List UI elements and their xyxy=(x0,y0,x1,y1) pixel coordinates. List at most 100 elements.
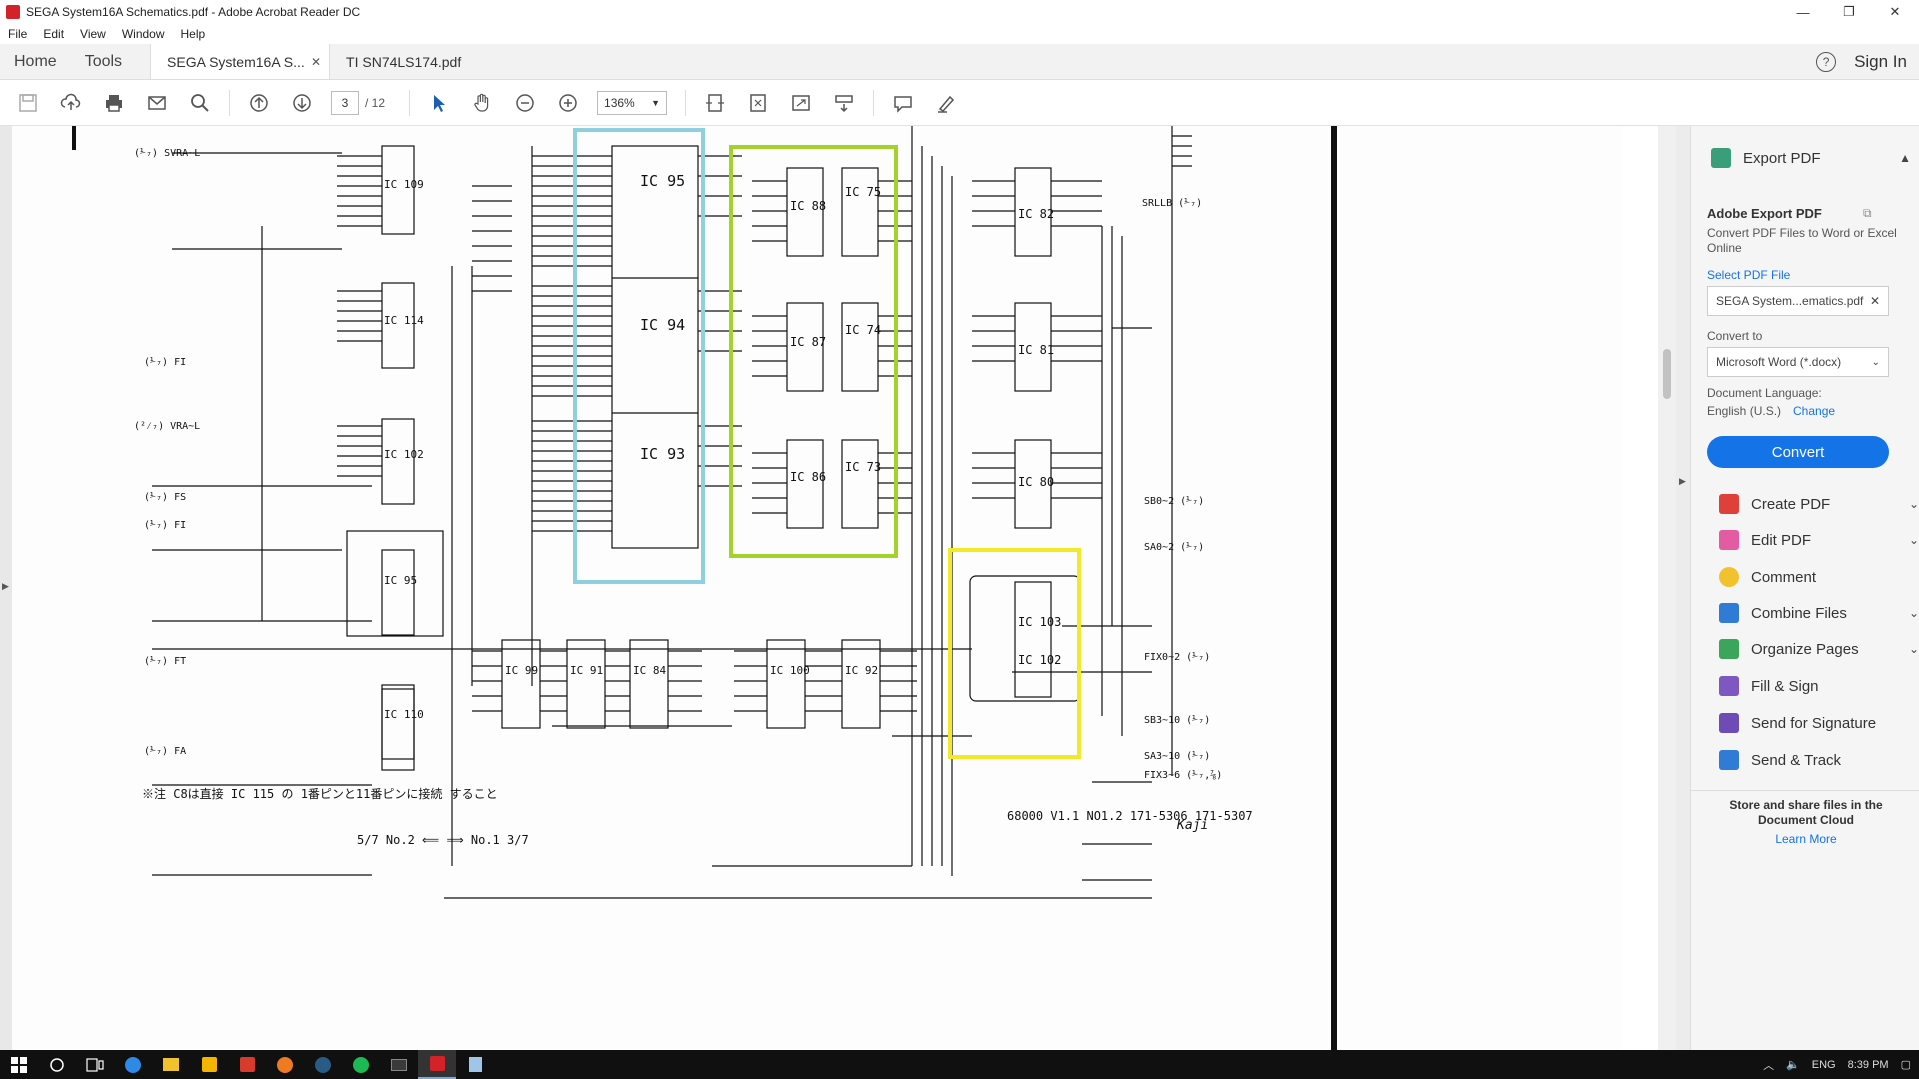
zoom-out-icon[interactable] xyxy=(511,89,539,117)
zoom-in-icon[interactable] xyxy=(554,89,582,117)
toolbar-divider xyxy=(685,89,687,116)
next-page-icon[interactable] xyxy=(288,89,316,117)
scrollbar-thumb[interactable] xyxy=(1663,349,1671,399)
tool-fill-sign[interactable]: Fill & Sign xyxy=(1719,676,1919,696)
fill-sign-icon xyxy=(1719,676,1739,696)
export-pdf-section: Adobe Export PDF ⧉ Convert PDF Files to … xyxy=(1691,206,1919,596)
menu-file[interactable]: File xyxy=(8,27,28,41)
edge-browser-icon[interactable] xyxy=(114,1050,152,1079)
tool-edit-pdf[interactable]: Edit PDF ⌄ xyxy=(1719,530,1919,550)
full-screen-icon[interactable] xyxy=(787,89,815,117)
tab-document-sega[interactable]: SEGA System16A S... ✕ xyxy=(150,44,331,79)
expand-left-panel-icon[interactable]: ▶ xyxy=(2,581,9,591)
highlight-pen-icon[interactable] xyxy=(932,89,960,117)
tool-label: Send & Track xyxy=(1751,751,1842,769)
ic-label: IC 82 xyxy=(1018,207,1054,221)
search-circle-icon[interactable] xyxy=(38,1050,76,1079)
tab-home[interactable]: Home xyxy=(14,52,57,70)
left-panel-collapsed[interactable]: ▶ xyxy=(0,126,12,1050)
selected-file-field[interactable]: SEGA System...ematics.pdf ✕ xyxy=(1707,286,1889,316)
export-settings-icon[interactable]: ⧉ xyxy=(1863,206,1872,220)
ic-label: IC 91 xyxy=(570,664,603,677)
chevron-down-icon[interactable]: ⌄ xyxy=(1908,533,1919,547)
send-for-signature-icon xyxy=(1719,713,1739,733)
tool-label: Edit PDF xyxy=(1751,531,1812,549)
save-icon[interactable] xyxy=(14,89,42,117)
select-cursor-icon[interactable] xyxy=(425,89,453,117)
fit-width-icon[interactable] xyxy=(701,89,729,117)
spotify-icon[interactable] xyxy=(342,1050,380,1079)
change-language-link[interactable]: Change xyxy=(1793,404,1836,418)
keyboard-language[interactable]: ENG xyxy=(1811,1058,1836,1071)
volume-icon[interactable]: 🔈 xyxy=(1786,1059,1800,1071)
fit-page-icon[interactable] xyxy=(744,89,772,117)
convert-format-select[interactable]: Microsoft Word (*.docx) ⌄ xyxy=(1707,347,1889,377)
scroll-mode-icon[interactable] xyxy=(830,89,858,117)
chevron-down-icon[interactable]: ⌄ xyxy=(1908,642,1919,656)
close-window-button[interactable]: ✕ xyxy=(1889,4,1901,19)
acrobat-taskbar-icon[interactable] xyxy=(418,1050,456,1079)
drawing-reference: 68000 V1.1 NO1.2 171-5306 171-5307 xyxy=(1007,809,1253,823)
schematic-drawing: IC 95 IC 94 IC 93 IC 88 IC 75 IC 87 IC 7… xyxy=(72,126,1337,1050)
zoom-level-select[interactable]: 136%▼ xyxy=(597,90,668,115)
tool-label: Create PDF xyxy=(1751,495,1831,513)
tab-document-ti[interactable]: TI SN74LS174.pdf xyxy=(330,44,510,79)
tool-organize-pages[interactable]: Organize Pages ⌄ xyxy=(1719,639,1919,659)
learn-more-link[interactable]: Learn More xyxy=(1775,832,1837,846)
clear-file-icon[interactable]: ✕ xyxy=(1869,294,1880,308)
minimize-button[interactable]: — xyxy=(1796,4,1810,20)
task-view-icon[interactable] xyxy=(76,1050,114,1079)
tray-chevron-icon[interactable]: ︿ xyxy=(1763,1059,1775,1072)
ic-label: IC 88 xyxy=(790,199,826,213)
print-icon[interactable] xyxy=(100,89,128,117)
convert-to-label: Convert to xyxy=(1707,329,1763,343)
previous-page-icon[interactable] xyxy=(245,89,273,117)
search-icon[interactable] xyxy=(186,89,214,117)
maximize-button[interactable]: ❐ xyxy=(1843,4,1855,19)
tool-combine-files[interactable]: Combine Files ⌄ xyxy=(1719,603,1919,623)
menu-window[interactable]: Window xyxy=(121,27,165,41)
ic-label: IC 110 xyxy=(384,708,424,721)
firefox-icon[interactable] xyxy=(266,1050,304,1079)
ic-label: IC 75 xyxy=(845,185,881,199)
notepad-icon[interactable] xyxy=(456,1050,494,1079)
steam-icon[interactable] xyxy=(304,1050,342,1079)
tool-create-pdf[interactable]: Create PDF ⌄ xyxy=(1719,494,1919,514)
menu-view[interactable]: View xyxy=(80,27,106,41)
tab-document-ti-label: TI SN74LS174.pdf xyxy=(346,53,462,70)
tool-send-for-signature[interactable]: Send for Signature xyxy=(1719,713,1919,733)
comment-icon[interactable] xyxy=(889,89,917,117)
tool-label: Send for Signature xyxy=(1751,714,1877,732)
terminal-icon[interactable] xyxy=(380,1050,418,1079)
menu-edit[interactable]: Edit xyxy=(43,27,65,41)
vertical-scrollbar[interactable] xyxy=(1658,126,1676,1050)
right-panel-toggle[interactable]: ▶ xyxy=(1676,126,1690,1050)
convert-button[interactable]: Convert xyxy=(1707,436,1889,468)
chevron-down-icon[interactable]: ⌄ xyxy=(1908,497,1919,511)
tool-comment[interactable]: Comment xyxy=(1719,567,1919,587)
hand-tool-icon[interactable] xyxy=(468,89,496,117)
sign-in-link[interactable]: Sign In xyxy=(1854,52,1907,71)
tab-tools[interactable]: Tools xyxy=(84,52,123,70)
tool-send-track[interactable]: Send & Track xyxy=(1719,750,1919,770)
windows-start-icon[interactable] xyxy=(0,1050,38,1079)
notifications-icon[interactable]: ▢ xyxy=(1900,1059,1911,1071)
signal-label: (⅟₇) FA xyxy=(144,745,186,757)
collapse-panel-icon[interactable]: ▶ xyxy=(1679,476,1686,486)
sticky-app-icon[interactable] xyxy=(190,1050,228,1079)
clock-time[interactable]: 8:39 PM xyxy=(1847,1058,1889,1071)
help-icon[interactable]: ? xyxy=(1816,52,1837,72)
export-pdf-header[interactable]: Export PDF ▲ xyxy=(1711,148,1911,168)
document-language-value: English (U.S.) xyxy=(1707,404,1782,418)
email-icon[interactable] xyxy=(143,89,171,117)
close-tab-icon[interactable]: ✕ xyxy=(310,54,322,69)
menu-help[interactable]: Help xyxy=(180,27,206,41)
chevron-down-icon[interactable]: ⌄ xyxy=(1908,606,1919,620)
file-explorer-icon[interactable] xyxy=(152,1050,190,1079)
chevron-up-icon[interactable]: ▲ xyxy=(1899,151,1911,165)
page-number-input[interactable]: 3 xyxy=(331,90,359,115)
export-pdf-label: Export PDF xyxy=(1743,149,1821,167)
upload-cloud-icon[interactable] xyxy=(57,89,85,117)
ic-label: IC 114 xyxy=(384,314,424,327)
grid-app-icon[interactable] xyxy=(228,1050,266,1079)
